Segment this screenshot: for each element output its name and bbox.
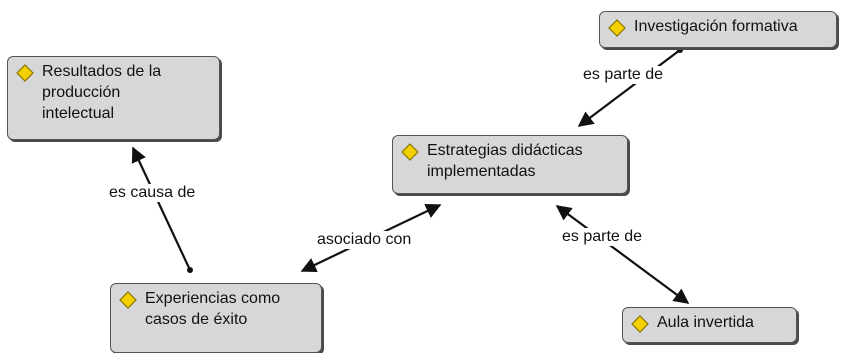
concept-node-experiencias[interactable]: Experiencias como casos de éxito: [110, 283, 322, 353]
node-label: Experiencias como casos de éxito: [145, 290, 281, 328]
diamond-icon: [16, 64, 34, 82]
node-label: Estrategias didácticas implementadas: [427, 142, 583, 180]
concept-node-estrategias[interactable]: Estrategias didácticas implementadas: [392, 135, 628, 194]
link-label-asociado-con: asociado con: [314, 231, 415, 249]
link-label-es-parte-de: es parte de: [559, 228, 646, 246]
connector-investigacion-estrategias: [577, 49, 681, 127]
connector-start-dot: [677, 47, 683, 53]
node-label: Resultados de la producción intelectual: [42, 63, 162, 122]
connector-experiencias-resultados: [131, 146, 191, 271]
node-label: Aula invertida: [657, 314, 754, 331]
connector-start-dot: [187, 267, 193, 273]
concept-node-resultados[interactable]: Resultados de la producción intelectual: [7, 56, 220, 140]
link-label-es-causa-de: es causa de: [106, 184, 199, 202]
link-label-es-parte-de: es parte de: [580, 66, 667, 84]
diamond-icon: [631, 315, 649, 333]
diamond-icon: [608, 19, 626, 37]
concept-node-aula-invertida[interactable]: Aula invertida: [622, 307, 797, 343]
connector-estrategias-aula: [555, 205, 690, 304]
node-label: Investigación formativa: [634, 18, 798, 35]
concept-node-investigacion-formativa[interactable]: Investigación formativa: [599, 11, 837, 48]
diamond-icon: [119, 291, 137, 309]
diamond-icon: [401, 143, 419, 161]
